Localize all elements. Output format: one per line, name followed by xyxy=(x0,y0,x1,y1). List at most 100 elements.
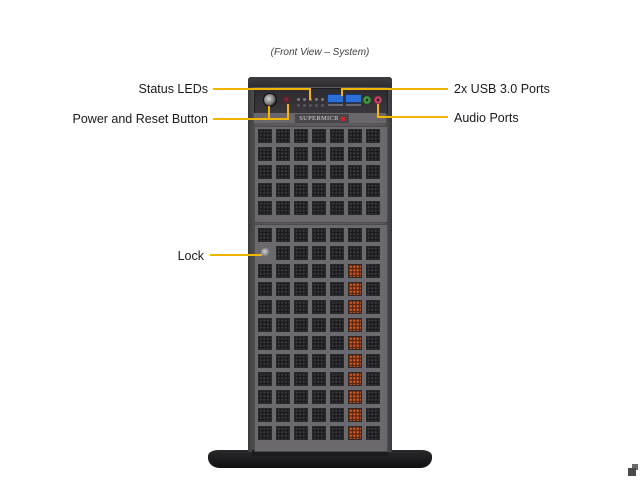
label-status-leds: Status LEDs xyxy=(138,82,208,96)
vent-cell xyxy=(258,390,272,404)
status-led-icon xyxy=(297,98,300,101)
vent-cell xyxy=(258,228,272,242)
vent-cell xyxy=(366,300,380,314)
vent-cell xyxy=(276,246,290,260)
vent-cell xyxy=(312,165,326,179)
usb-port-1[interactable] xyxy=(327,94,344,103)
vent-cell xyxy=(312,183,326,197)
vent-cell xyxy=(312,246,326,260)
vent-cell xyxy=(330,201,344,215)
vent-cell xyxy=(294,426,308,440)
callout-audio-h xyxy=(377,116,448,118)
vent-cell xyxy=(330,165,344,179)
callout-power-reset-h xyxy=(213,118,289,120)
vent-cell xyxy=(276,228,290,242)
vent-cell xyxy=(276,129,290,143)
vent-cell xyxy=(348,165,362,179)
vent-cell xyxy=(276,282,290,296)
vent-cell xyxy=(366,372,380,386)
vent-cell xyxy=(366,390,380,404)
drive-tray-led xyxy=(348,264,362,278)
lower-bay-grid xyxy=(258,228,380,440)
vent-cell xyxy=(330,426,344,440)
vent-cell xyxy=(276,183,290,197)
vent-cell xyxy=(294,246,308,260)
status-led-icon xyxy=(303,98,306,101)
vent-cell xyxy=(330,264,344,278)
vent-cell xyxy=(276,201,290,215)
vent-cell xyxy=(294,390,308,404)
vent-cell xyxy=(276,318,290,332)
mic-in-jack[interactable] xyxy=(374,96,382,104)
vent-cell xyxy=(330,147,344,161)
drive-tray-led xyxy=(348,372,362,386)
chassis-foot-top xyxy=(252,450,388,456)
vent-cell xyxy=(258,201,272,215)
vent-cell xyxy=(330,372,344,386)
vent-cell xyxy=(312,264,326,278)
vent-cell xyxy=(276,336,290,350)
audio-out-jack[interactable] xyxy=(363,96,371,104)
vent-cell xyxy=(276,426,290,440)
vent-cell xyxy=(294,129,308,143)
vent-cell xyxy=(294,282,308,296)
vent-cell xyxy=(294,264,308,278)
power-button[interactable] xyxy=(263,93,277,107)
status-led-icon xyxy=(315,98,318,101)
vent-cell xyxy=(366,354,380,368)
status-led-labels xyxy=(297,104,324,107)
vent-cell xyxy=(312,372,326,386)
label-power-reset: Power and Reset Button xyxy=(72,112,209,126)
callout-lock-h xyxy=(210,254,262,256)
label-audio-ports: Audio Ports xyxy=(454,111,519,125)
vent-cell xyxy=(366,201,380,215)
vent-cell xyxy=(366,147,380,161)
led-label-icon xyxy=(297,104,300,107)
vent-cell xyxy=(330,183,344,197)
led-label-icon xyxy=(321,104,324,107)
vent-cell xyxy=(312,300,326,314)
drive-tray-led xyxy=(348,300,362,314)
vent-cell xyxy=(276,390,290,404)
vent-cell xyxy=(312,147,326,161)
vent-cell xyxy=(366,336,380,350)
vent-cell xyxy=(258,147,272,161)
drive-tray-led xyxy=(348,336,362,350)
callout-usb-v xyxy=(341,88,343,96)
vent-cell xyxy=(348,246,362,260)
drive-tray-led xyxy=(348,426,362,440)
vent-cell xyxy=(312,201,326,215)
vent-cell xyxy=(366,318,380,332)
vent-cell xyxy=(294,165,308,179)
vent-cell xyxy=(276,147,290,161)
vent-cell xyxy=(258,282,272,296)
vent-cell xyxy=(312,228,326,242)
vent-cell xyxy=(294,354,308,368)
reset-button[interactable] xyxy=(283,96,290,103)
vent-cell xyxy=(258,336,272,350)
vent-cell xyxy=(294,408,308,422)
brand-text: SUPERMICR xyxy=(299,115,339,122)
lock-icon[interactable] xyxy=(261,248,270,257)
vent-cell xyxy=(294,318,308,332)
vent-cell xyxy=(276,372,290,386)
vent-cell xyxy=(366,246,380,260)
usb-port-2[interactable] xyxy=(345,94,362,103)
vent-cell xyxy=(330,408,344,422)
callout-status-leds-h xyxy=(213,88,310,90)
led-label-icon xyxy=(309,104,312,107)
vent-cell xyxy=(312,390,326,404)
corner-mark-icon-2 xyxy=(628,468,636,476)
vent-cell xyxy=(258,300,272,314)
vent-cell xyxy=(330,282,344,296)
drive-tray-led xyxy=(348,408,362,422)
callout-audio-v xyxy=(377,104,379,117)
vent-cell xyxy=(366,228,380,242)
vent-cell xyxy=(330,300,344,314)
usb-label-1 xyxy=(328,104,343,106)
vent-cell xyxy=(366,408,380,422)
brand-badge: SUPERMICR xyxy=(295,114,349,123)
drive-tray-led xyxy=(348,390,362,404)
vent-cell xyxy=(348,129,362,143)
vent-cell xyxy=(312,336,326,350)
